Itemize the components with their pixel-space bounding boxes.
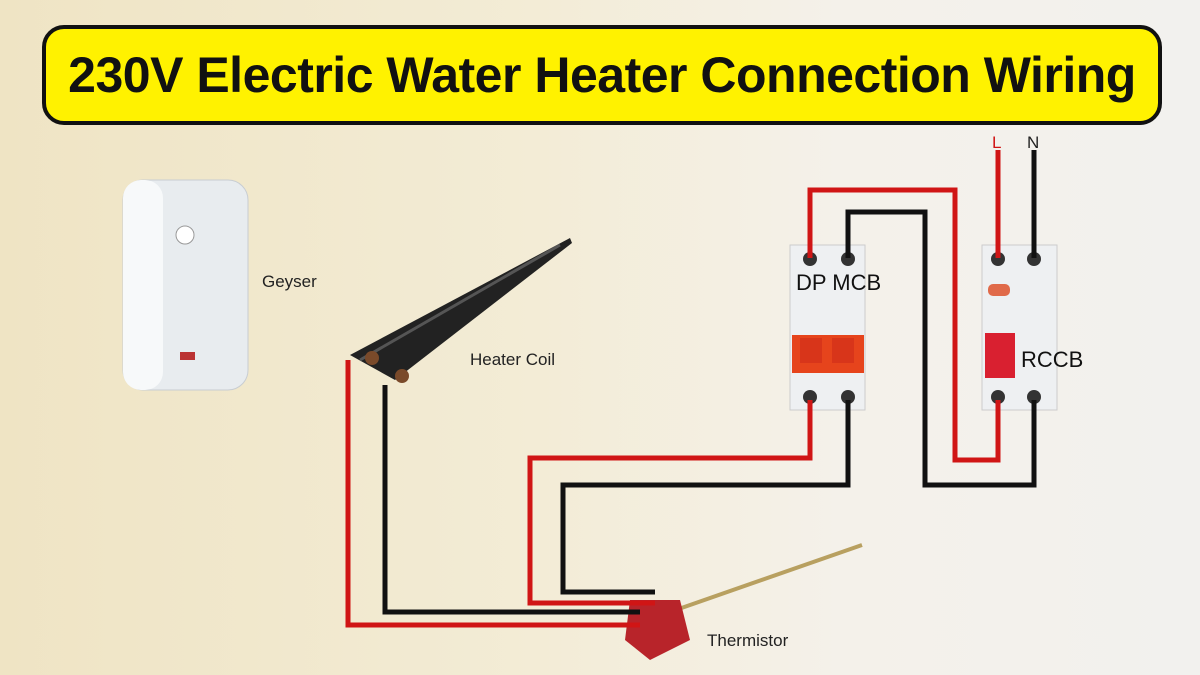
page-title: 230V Electric Water Heater Connection Wi… [42, 25, 1162, 125]
geyser-image [122, 179, 249, 391]
rccb-mcb-live-wire [807, 187, 1001, 463]
rccb-label: RCCB [1021, 347, 1084, 372]
thermistor-image [625, 543, 863, 660]
coil-live-wire [345, 360, 640, 628]
coil-neutral-wire [382, 385, 640, 615]
heater-coil-image [350, 238, 572, 383]
geyser-label: Geyser [262, 272, 317, 291]
mcb-thermistor-live-wire [527, 400, 813, 606]
neutral-label: N [1027, 133, 1040, 152]
live-label: L [992, 133, 1002, 152]
mcb-label: DP MCB [796, 270, 882, 295]
thermistor-label: Thermistor [707, 631, 789, 650]
rccb-image [981, 244, 1058, 411]
heater-coil-label: Heater Coil [470, 350, 556, 369]
mcb-thermistor-neutral-wire [560, 400, 851, 595]
dp-mcb-image [789, 244, 866, 411]
rccb-mcb-neutral-wire [845, 209, 1037, 488]
